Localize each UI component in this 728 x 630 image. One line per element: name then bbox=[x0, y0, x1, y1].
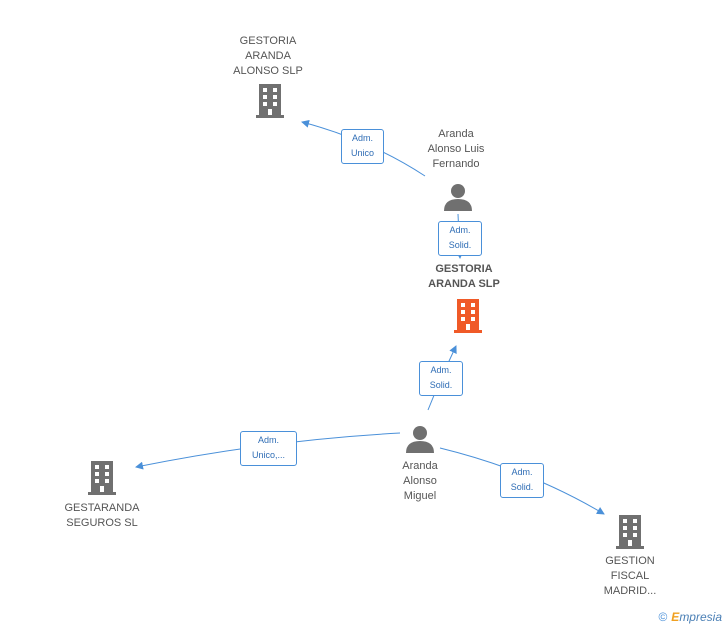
node-label-gestoria-aranda-alonso[interactable]: GESTORIA ARANDA ALONSO SLP bbox=[233, 35, 303, 77]
edge-label-adm-unico-more: Adm. Unico,... bbox=[240, 431, 297, 466]
node-label-gestion-fiscal[interactable]: GESTION FISCAL MADRID... bbox=[603, 555, 657, 597]
node-label-gestoria-aranda[interactable]: GESTORIA ARANDA SLP bbox=[428, 263, 500, 290]
footer-brand[interactable]: ©Empresia bbox=[658, 610, 722, 624]
node-label-aranda-alonso-miguel[interactable]: Aranda Alonso Miguel bbox=[402, 460, 438, 502]
person-icon[interactable] bbox=[444, 183, 472, 211]
node-label-gestaranda-seguros[interactable]: GESTARANDA SEGUROS SL bbox=[64, 502, 140, 529]
building-icon-highlighted[interactable] bbox=[452, 299, 484, 333]
person-icon[interactable] bbox=[406, 425, 434, 453]
edge-label-adm-solid: Adm. Solid. bbox=[500, 463, 544, 498]
brand-initial: E bbox=[671, 610, 680, 624]
node-label-aranda-alonso-luis-fernando[interactable]: Aranda Alonso Luis Fernando bbox=[427, 128, 485, 170]
edge-label-adm-unico: Adm. Unico bbox=[341, 129, 384, 164]
building-icon[interactable] bbox=[614, 515, 646, 549]
edge-label-adm-solid: Adm. Solid. bbox=[419, 361, 463, 396]
brand-name: mpresia bbox=[679, 610, 722, 624]
edge-label-adm-solid: Adm. Solid. bbox=[438, 221, 482, 256]
building-icon[interactable] bbox=[254, 84, 286, 118]
building-icon[interactable] bbox=[86, 461, 118, 495]
copyright-symbol: © bbox=[658, 610, 668, 624]
